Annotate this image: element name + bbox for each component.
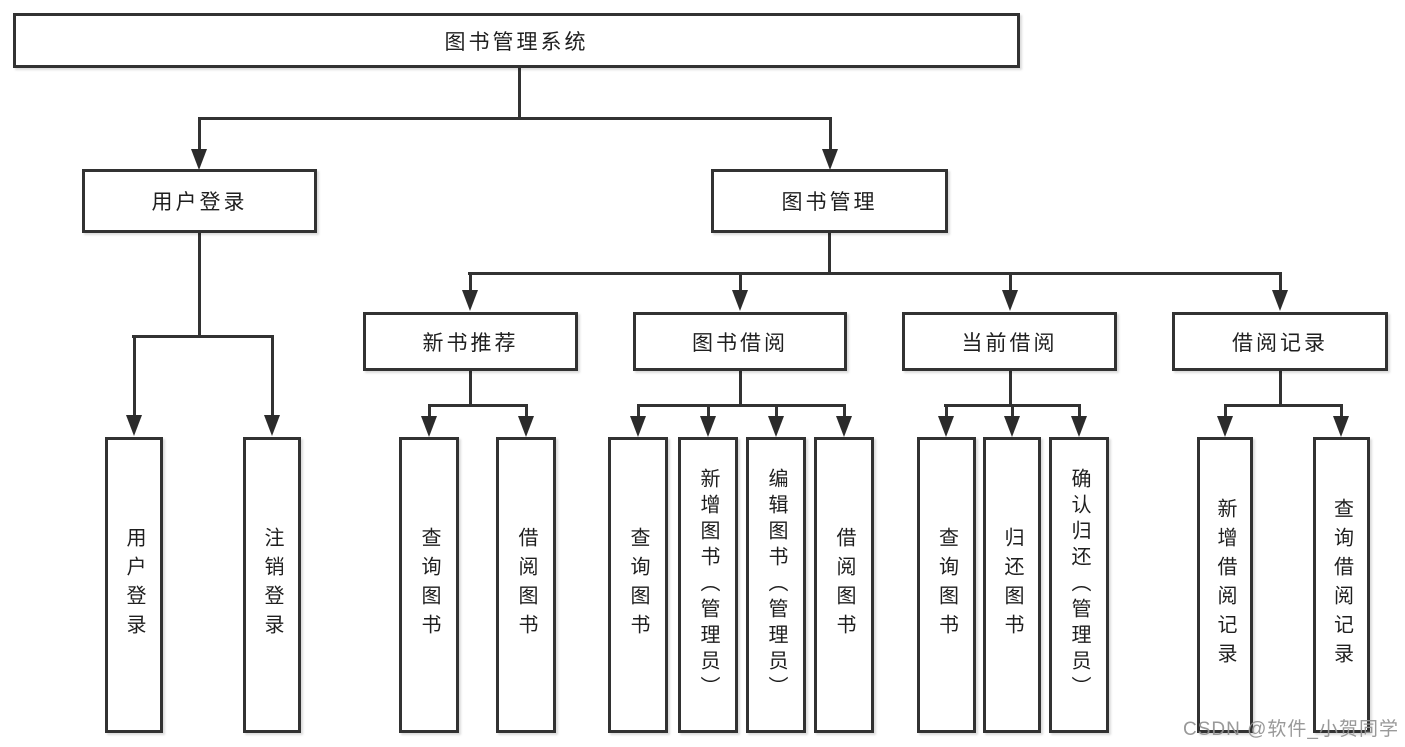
leaf-newbook-borrow-books-label: 借阅图书 bbox=[515, 527, 537, 643]
connector-arrow-stem bbox=[739, 272, 742, 291]
connector-root-stem bbox=[518, 68, 521, 120]
connector-section-bar bbox=[428, 404, 528, 407]
leaf-borrow-borrow-books: 借阅图书 bbox=[814, 437, 874, 733]
leaf-record-query-borrow-record: 查询借阅记录 bbox=[1313, 437, 1370, 733]
arrow-down-icon bbox=[938, 416, 954, 437]
connector-arrow-stem bbox=[525, 404, 528, 417]
leaf-current-return-books: 归还图书 bbox=[983, 437, 1041, 733]
connector-arrow-stem bbox=[198, 117, 201, 150]
connector-section-stem bbox=[1009, 371, 1012, 406]
node-current-borrowing: 当前借阅 bbox=[902, 312, 1117, 371]
watermark-text: CSDN @软件_小贺同学 bbox=[1183, 719, 1399, 740]
arrow-down-icon bbox=[1002, 290, 1018, 311]
arrow-down-icon bbox=[264, 415, 280, 436]
leaf-borrow-query-books: 查询图书 bbox=[608, 437, 668, 733]
connector-section-stem bbox=[469, 371, 472, 406]
arrow-down-icon bbox=[700, 416, 716, 437]
leaf-current-return-books-label: 归还图书 bbox=[1001, 527, 1023, 643]
connector-arrow-stem bbox=[775, 404, 778, 417]
arrow-down-icon bbox=[768, 416, 784, 437]
arrow-down-icon bbox=[191, 149, 207, 170]
leaf-borrow-edit-books-admin: 编辑图书（管理员） bbox=[746, 437, 806, 733]
arrow-down-icon bbox=[630, 416, 646, 437]
leaf-record-query-borrow-record-label: 查询借阅记录 bbox=[1330, 498, 1353, 672]
node-book-management: 图书管理 bbox=[711, 169, 948, 233]
connector-arrow-stem bbox=[469, 272, 472, 291]
node-book-management-label: 图书管理 bbox=[781, 191, 878, 214]
arrow-down-icon bbox=[836, 416, 852, 437]
node-user-login: 用户登录 bbox=[82, 169, 317, 233]
connector-arrow-stem bbox=[1011, 404, 1014, 417]
connector-arrow-stem bbox=[133, 335, 136, 416]
connector-arrow-stem bbox=[1340, 404, 1343, 417]
connector-section-bar bbox=[1224, 404, 1343, 407]
connector-arrow-stem bbox=[945, 404, 948, 417]
node-user-login-label: 用户登录 bbox=[151, 191, 248, 214]
node-borrowing-records-label: 借阅记录 bbox=[1232, 331, 1328, 355]
leaf-user-login: 用户登录 bbox=[105, 437, 163, 733]
arrow-down-icon bbox=[126, 415, 142, 436]
leaf-borrow-add-books-admin: 新增图书（管理员） bbox=[678, 437, 738, 733]
connector-login-bar bbox=[132, 335, 274, 338]
arrow-down-icon bbox=[822, 149, 838, 170]
connector-arrow-stem bbox=[1224, 404, 1227, 417]
connector-root-bar bbox=[198, 117, 832, 120]
arrow-down-icon bbox=[1217, 416, 1233, 437]
leaf-current-query-books: 查询图书 bbox=[917, 437, 976, 733]
arrow-down-icon bbox=[1272, 290, 1288, 311]
connector-arrow-stem bbox=[843, 404, 846, 417]
leaf-current-confirm-return-admin: 确认归还（管理员） bbox=[1049, 437, 1109, 733]
connector-arrow-stem bbox=[1279, 272, 1282, 291]
connector-arrow-stem bbox=[1078, 404, 1081, 417]
connector-arrow-stem bbox=[1009, 272, 1012, 291]
node-root-library-system: 图书管理系统 bbox=[13, 13, 1020, 68]
connector-arrow-stem bbox=[637, 404, 640, 417]
node-book-borrowing-label: 图书借阅 bbox=[692, 331, 788, 355]
arrow-down-icon bbox=[462, 290, 478, 311]
connector-mgmt-stem bbox=[828, 233, 831, 274]
node-book-borrowing: 图书借阅 bbox=[633, 312, 847, 371]
leaf-borrow-add-books-admin-label: 新增图书（管理员） bbox=[697, 468, 719, 702]
arrow-down-icon bbox=[1004, 416, 1020, 437]
connector-mgmt-bar bbox=[468, 272, 1282, 275]
leaf-borrow-query-books-label: 查询图书 bbox=[627, 527, 649, 643]
connector-section-bar bbox=[637, 404, 846, 407]
arrow-down-icon bbox=[1333, 416, 1349, 437]
leaf-logout-label: 注销登录 bbox=[261, 527, 283, 643]
leaf-borrow-edit-books-admin-label: 编辑图书（管理员） bbox=[765, 468, 787, 702]
connector-arrow-stem bbox=[829, 117, 832, 150]
node-current-borrowing-label: 当前借阅 bbox=[961, 331, 1058, 355]
connector-section-stem bbox=[1279, 371, 1282, 406]
leaf-logout: 注销登录 bbox=[243, 437, 301, 733]
node-borrowing-records: 借阅记录 bbox=[1172, 312, 1388, 371]
connector-arrow-stem bbox=[428, 404, 431, 417]
leaf-current-confirm-return-admin-label: 确认归还（管理员） bbox=[1068, 468, 1090, 702]
node-new-book-recommend-label: 新书推荐 bbox=[422, 331, 519, 355]
connector-arrow-stem bbox=[271, 335, 274, 416]
leaf-user-login-label: 用户登录 bbox=[123, 527, 145, 643]
leaf-record-add-borrow-record-label: 新增借阅记录 bbox=[1214, 498, 1236, 672]
node-new-book-recommend: 新书推荐 bbox=[363, 312, 578, 371]
leaf-record-add-borrow-record: 新增借阅记录 bbox=[1197, 437, 1253, 733]
node-root-label: 图书管理系统 bbox=[444, 30, 589, 54]
leaf-newbook-borrow-books: 借阅图书 bbox=[496, 437, 556, 733]
connector-section-stem bbox=[739, 371, 742, 406]
arrow-down-icon bbox=[1071, 416, 1087, 437]
leaf-borrow-borrow-books-label: 借阅图书 bbox=[833, 527, 855, 643]
arrow-down-icon bbox=[421, 416, 437, 437]
leaf-current-query-books-label: 查询图书 bbox=[935, 527, 958, 643]
arrow-down-icon bbox=[518, 416, 534, 437]
leaf-newbook-query-books: 查询图书 bbox=[399, 437, 459, 733]
connector-arrow-stem bbox=[707, 404, 710, 417]
connector-login-stem bbox=[198, 233, 201, 337]
arrow-down-icon bbox=[732, 290, 748, 311]
leaf-newbook-query-books-label: 查询图书 bbox=[418, 527, 440, 643]
